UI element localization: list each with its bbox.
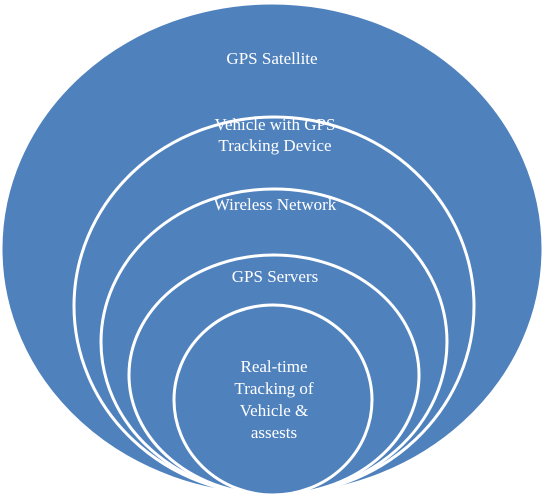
layer-real-time-tracking [172, 303, 374, 497]
label-wireless-network: Wireless Network [214, 195, 337, 214]
label-gps-satellite: GPS Satellite [226, 49, 317, 68]
label-vehicle-tracking-line1: Vehicle with GPS [215, 115, 336, 134]
label-real-time-line2: Tracking of [234, 379, 314, 398]
label-real-time-line4: assests [251, 423, 297, 442]
label-real-time-line1: Real-time [240, 357, 307, 376]
label-gps-servers: GPS Servers [232, 267, 318, 286]
label-real-time-line3: Vehicle & [240, 401, 308, 420]
label-vehicle-tracking-line2: Tracking Device [218, 136, 331, 155]
